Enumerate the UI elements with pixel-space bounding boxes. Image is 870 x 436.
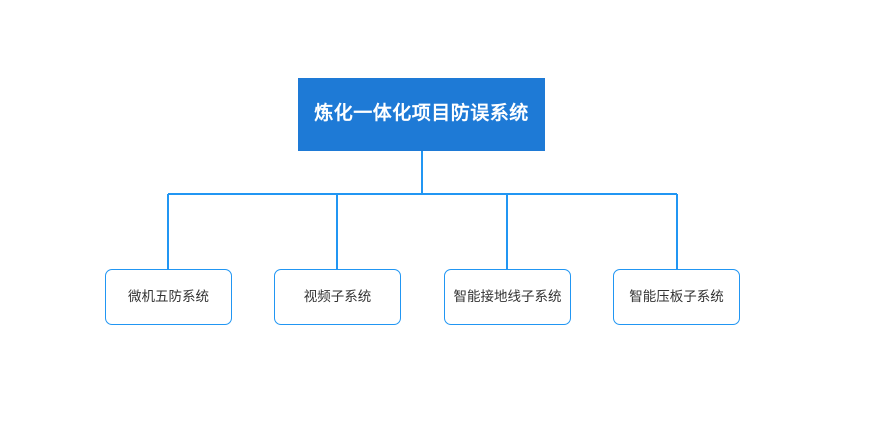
child-node-2-label: 视频子系统 [303,288,372,304]
child-node-3-label: 智能接地线子系统 [453,288,562,304]
root-node-label: 炼化一体化项目防误系统 [314,103,529,125]
child-node-1-label: 微机五防系统 [128,288,209,304]
child-node-3[interactable]: 智能接地线子系统 [444,269,571,325]
child-node-1[interactable]: 微机五防系统 [105,269,232,325]
child-node-4[interactable]: 智能压板子系统 [613,269,740,325]
child-node-2[interactable]: 视频子系统 [274,269,401,325]
child-node-4-label: 智能压板子系统 [629,288,724,304]
root-node[interactable]: 炼化一体化项目防误系统 [298,78,545,151]
